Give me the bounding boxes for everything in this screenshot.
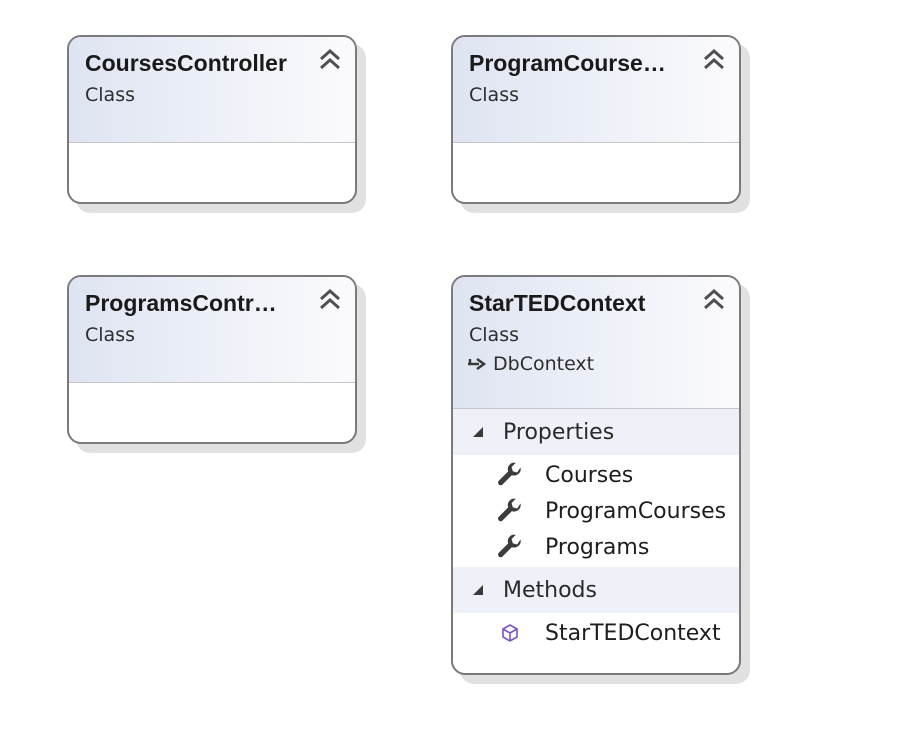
section-header-methods[interactable]: Methods <box>453 567 739 613</box>
expanded-triangle-icon[interactable] <box>471 583 485 597</box>
class-kind: Class <box>85 84 135 106</box>
property-item-courses[interactable]: Courses <box>453 457 739 493</box>
property-item-programcourses[interactable]: ProgramCourses <box>453 493 739 529</box>
class-shape-programs-controller[interactable]: ProgramsContr… Class <box>67 275 357 444</box>
class-kind: Class <box>85 324 135 346</box>
class-name: CoursesController <box>85 50 287 76</box>
class-shape-program-course[interactable]: ProgramCourse… Class <box>451 35 741 204</box>
base-class-name: DbContext <box>493 353 595 375</box>
section-label: Methods <box>503 577 597 603</box>
double-chevron-up-icon[interactable] <box>701 47 727 73</box>
class-shape-header: StarTEDContext Class DbContext <box>453 277 739 409</box>
property-item-programs[interactable]: Programs <box>453 529 739 565</box>
method-cube-icon <box>495 619 525 647</box>
method-name: StarTEDContext <box>545 620 721 646</box>
double-chevron-up-icon[interactable] <box>701 287 727 313</box>
properties-list: Courses ProgramCourses Programs <box>453 455 739 567</box>
base-class-row: DbContext <box>468 352 723 376</box>
class-name: ProgramsContr… <box>85 290 277 316</box>
class-kind: Class <box>469 84 519 106</box>
class-kind: Class <box>469 324 519 346</box>
method-item-startedcontext[interactable]: StarTEDContext <box>453 615 739 651</box>
property-name: Programs <box>545 534 650 560</box>
class-shape-header: CoursesController Class <box>69 37 355 143</box>
class-shape-header: ProgramCourse… Class <box>453 37 739 143</box>
class-name: StarTEDContext <box>469 290 646 316</box>
methods-list: StarTEDContext <box>453 613 739 653</box>
double-chevron-up-icon[interactable] <box>317 287 343 313</box>
inheritance-arrow-icon <box>468 357 487 371</box>
class-shape-courses-controller[interactable]: CoursesController Class <box>67 35 357 204</box>
wrench-icon <box>495 461 525 489</box>
section-header-properties[interactable]: Properties <box>453 409 739 455</box>
property-name: ProgramCourses <box>545 498 727 524</box>
property-name: Courses <box>545 462 634 488</box>
class-name: ProgramCourse… <box>469 50 666 76</box>
expanded-triangle-icon[interactable] <box>471 425 485 439</box>
double-chevron-up-icon[interactable] <box>317 47 343 73</box>
wrench-icon <box>495 533 525 561</box>
wrench-icon <box>495 497 525 525</box>
class-shape-startedcontext[interactable]: StarTEDContext Class DbContext Propertie… <box>451 275 741 675</box>
class-shape-header: ProgramsContr… Class <box>69 277 355 383</box>
section-label: Properties <box>503 419 615 445</box>
